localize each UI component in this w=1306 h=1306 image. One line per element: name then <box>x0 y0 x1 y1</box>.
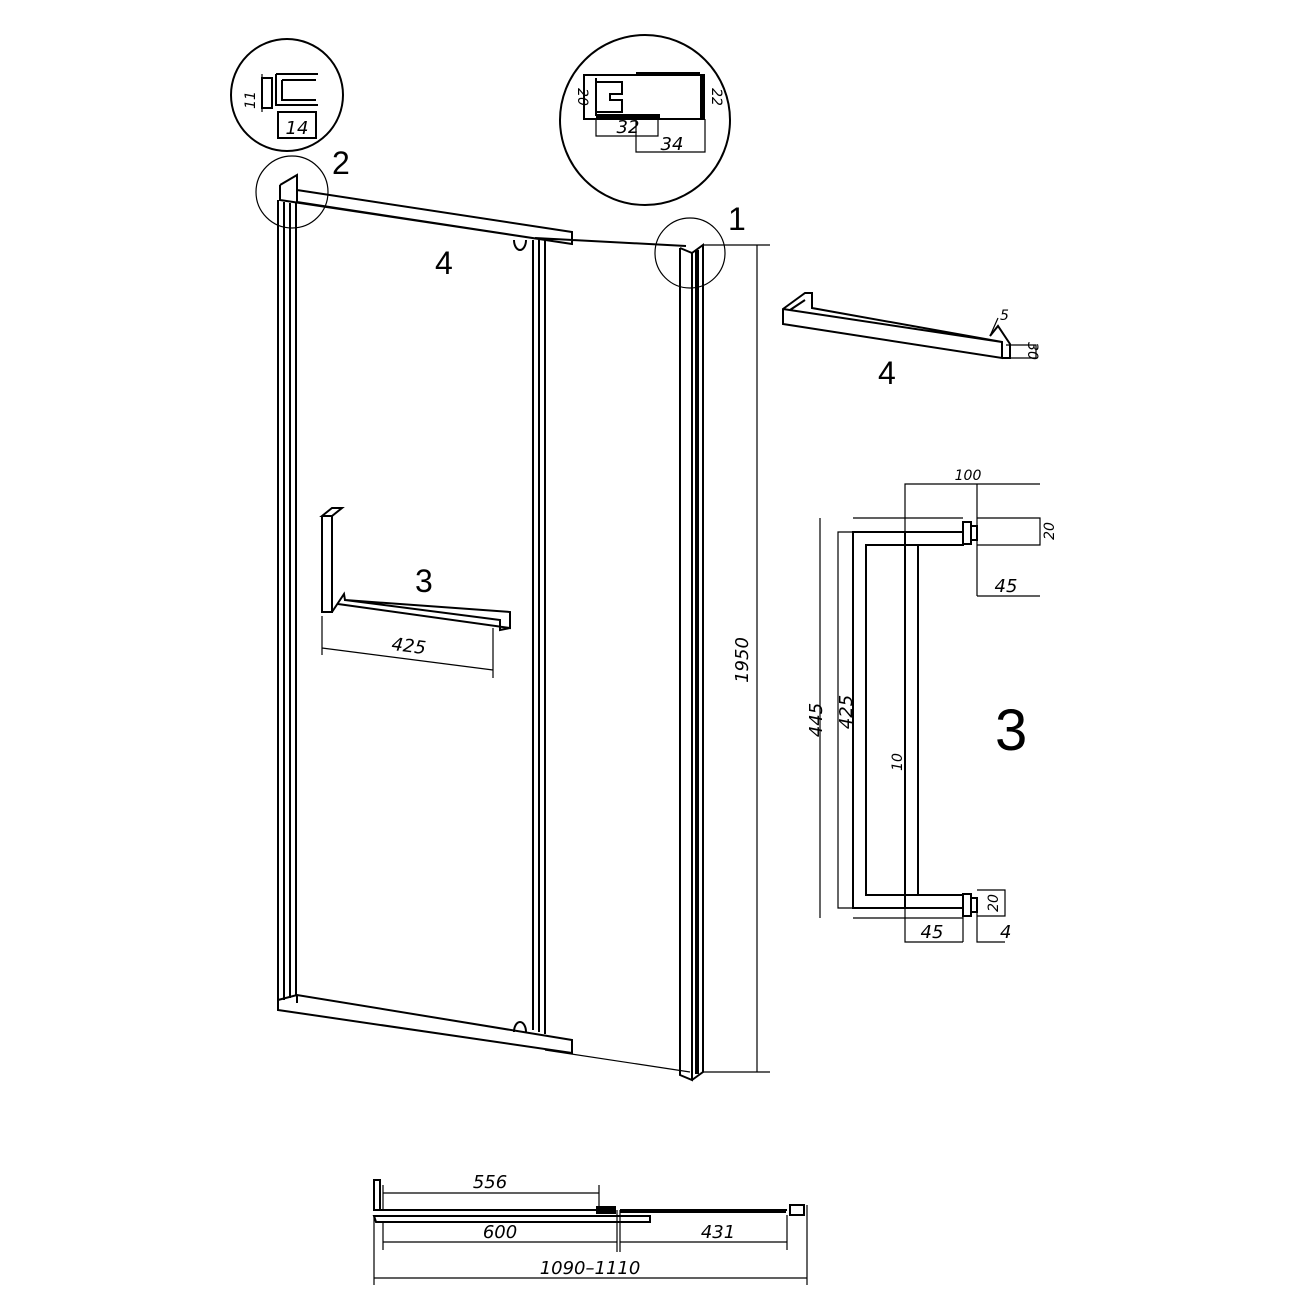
callout-4: 4 <box>435 245 453 281</box>
detail-3-handle: 100 20 45 445 425 10 45 20 4 3 <box>806 468 1058 943</box>
detail-2-height: 11 <box>243 91 259 109</box>
handle-length-dim: 425 <box>390 634 427 659</box>
plan-view: 556 600 431 1090–1110 <box>372 1172 808 1285</box>
callout-2: 2 <box>332 145 350 181</box>
detail-4-height: 30 <box>1024 342 1040 360</box>
callout-3-detail: 3 <box>995 698 1027 763</box>
plan-door-width-dim: 556 <box>473 1172 507 1193</box>
top-width-dim: 100 <box>955 468 982 484</box>
plan-fixed-panel-dim: 431 <box>701 1222 735 1243</box>
plan-door-panel-dim: 600 <box>483 1222 517 1243</box>
top-block-height-dim: 20 <box>1042 522 1058 540</box>
overall-length-dim: 445 <box>806 703 827 737</box>
detail-1-profile: 20 22 32 34 <box>559 34 731 206</box>
callout-1: 1 <box>728 201 746 237</box>
detail-2-profile: 11 14 <box>230 38 344 152</box>
callout-3: 3 <box>415 563 433 599</box>
bar-thickness-dim: 10 <box>890 753 906 771</box>
callout-4-detail: 4 <box>878 355 896 391</box>
detail-1-width-a: 32 <box>617 117 640 138</box>
detail-4-angle: 5 <box>1000 308 1009 324</box>
detail-1-left-height: 20 <box>574 88 590 106</box>
top-offset-dim: 45 <box>995 576 1018 597</box>
bottom-gap-dim: 4 <box>1000 922 1011 943</box>
bottom-block-height-dim: 20 <box>986 894 1002 912</box>
bottom-offset-dim: 45 <box>921 922 944 943</box>
door-height-dim: 1950 <box>732 637 753 683</box>
inner-length-dim: 425 <box>836 695 857 729</box>
detail-2-width: 14 <box>286 118 309 139</box>
detail-4-rail: 5 30 4 <box>782 292 1040 391</box>
door-elevation: 2 1 4 3 425 1950 <box>255 145 770 1082</box>
detail-1-right-height: 22 <box>708 88 724 106</box>
plan-total-range-dim: 1090–1110 <box>540 1258 641 1279</box>
detail-1-width-b: 34 <box>661 134 684 155</box>
